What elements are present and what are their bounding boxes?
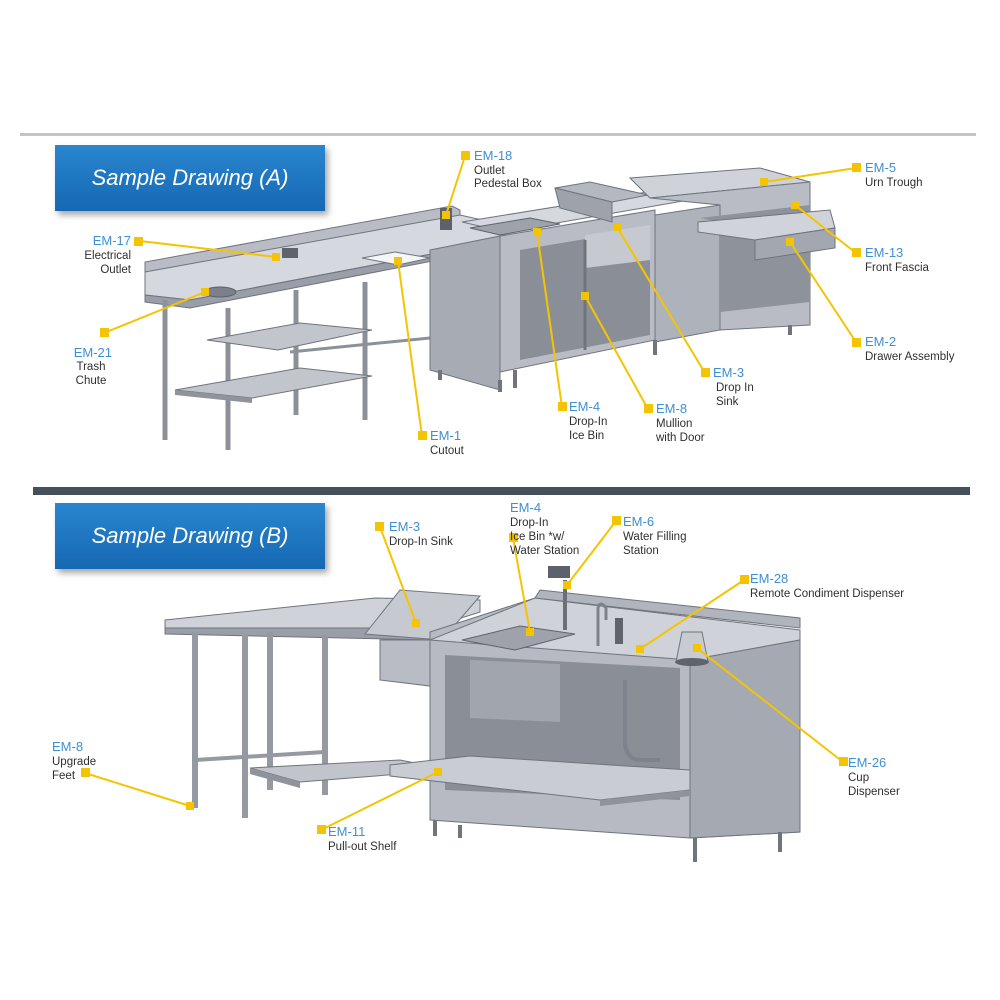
callout-code: EM-5: [865, 160, 896, 175]
callout-code: EM-2: [865, 334, 896, 349]
callout-desc: Water Station: [510, 545, 579, 557]
callout-em26: EM-26 Cup Dispenser: [848, 755, 900, 798]
callout-desc: Drop-In Sink: [389, 536, 453, 548]
callout-desc: with Door: [655, 432, 705, 444]
callout-em6: EM-6 Water Filling Station: [623, 514, 686, 557]
callout-em4: EM-4 Drop-In Ice Bin: [569, 399, 607, 442]
callout-desc: Dispenser: [848, 786, 900, 798]
callout-em8: EM-8 Upgrade Feet: [52, 739, 96, 782]
callout-em28: EM-28 Remote Condiment Dispenser: [750, 571, 904, 600]
callout-code: EM-13: [865, 245, 903, 260]
callout-desc: Upgrade: [52, 756, 96, 768]
callout-em5: EM-5 Urn Trough: [865, 160, 923, 189]
callout-code: EM-11: [328, 824, 365, 839]
drawing-a-art: [144, 167, 836, 450]
callout-em21: EM-21 Trash Chute: [74, 345, 112, 387]
callout-em2: EM-2 Drawer Assembly: [865, 334, 955, 363]
callout-desc: Ice Bin: [569, 430, 604, 442]
markers-drawing-a: [100, 151, 861, 440]
leaders-drawing-b: [84, 520, 844, 831]
middle-divider: [33, 487, 970, 495]
callout-desc: Remote Condiment Dispenser: [750, 588, 904, 600]
drawing-b-title: Sample Drawing (B): [91, 523, 289, 548]
callout-code: EM-17: [93, 233, 131, 248]
markers-drawing-b: [81, 516, 848, 834]
callout-code: EM-1: [430, 428, 461, 443]
callout-em13: EM-13 Front Fascia: [865, 245, 930, 274]
callout-desc: Outlet: [474, 165, 505, 177]
callout-em11: EM-11 Pull-out Shelf: [328, 824, 397, 853]
callout-desc: Station: [623, 545, 659, 557]
callout-desc: Cutout: [430, 445, 465, 457]
callout-code: EM-4: [510, 500, 541, 515]
callout-desc: Outlet: [100, 264, 131, 276]
leaders-drawing-a: [103, 155, 857, 437]
callout-desc: Pedestal Box: [474, 178, 542, 190]
callout-code: EM-3: [389, 519, 420, 534]
callout-code: EM-26: [848, 755, 886, 770]
drawing-b-art: [164, 566, 801, 862]
callout-em1: EM-1 Cutout: [430, 428, 465, 457]
banner-drawing-a: Sample Drawing (A): [55, 145, 325, 211]
callout-desc: Water Filling: [623, 531, 686, 543]
callout-desc: Urn Trough: [865, 177, 923, 189]
callout-em3: EM-3 Drop In Sink: [713, 365, 754, 408]
callout-desc: Chute: [76, 375, 107, 387]
callout-desc: Front Fascia: [865, 262, 930, 274]
callout-code: EM-8: [656, 401, 687, 416]
callout-em4: EM-4 Drop-In Ice Bin *w/ Water Station: [510, 500, 579, 557]
callout-desc: Ice Bin *w/: [510, 531, 565, 543]
callouts-drawing-a: EM-18 Outlet Pedestal Box EM-5 Urn Troug…: [74, 148, 955, 457]
callout-desc: Mullion: [656, 418, 692, 430]
callout-desc: Trash: [77, 361, 106, 373]
callout-code: EM-8: [52, 739, 83, 754]
callout-code: EM-18: [474, 148, 512, 163]
callout-code: EM-21: [74, 345, 112, 360]
callout-code: EM-28: [750, 571, 788, 586]
callout-desc: Drop-In: [510, 517, 548, 529]
callout-code: EM-4: [569, 399, 600, 414]
callout-desc: Sink: [716, 396, 739, 408]
callout-em3: EM-3 Drop-In Sink: [389, 519, 453, 548]
callout-desc: Drop-In: [569, 416, 607, 428]
callout-desc: Cup: [848, 772, 869, 784]
callout-em17: EM-17 Electrical Outlet: [84, 233, 131, 276]
callout-code: EM-6: [623, 514, 654, 529]
callouts-drawing-b: EM-3 Drop-In Sink EM-4 Drop-In Ice Bin *…: [52, 500, 904, 853]
callout-desc: Feet: [52, 770, 76, 782]
callout-desc: Electrical: [84, 250, 131, 262]
callout-em18: EM-18 Outlet Pedestal Box: [474, 148, 542, 190]
callout-code: EM-3: [713, 365, 744, 380]
callout-em8: EM-8 Mullion with Door: [655, 401, 705, 444]
callout-desc: Drop In: [716, 382, 754, 394]
drawing-a-title: Sample Drawing (A): [91, 165, 289, 190]
top-divider: [20, 133, 976, 136]
callout-desc: Pull-out Shelf: [328, 841, 397, 853]
banner-drawing-b: Sample Drawing (B): [55, 503, 325, 569]
callout-desc: Drawer Assembly: [865, 351, 955, 363]
